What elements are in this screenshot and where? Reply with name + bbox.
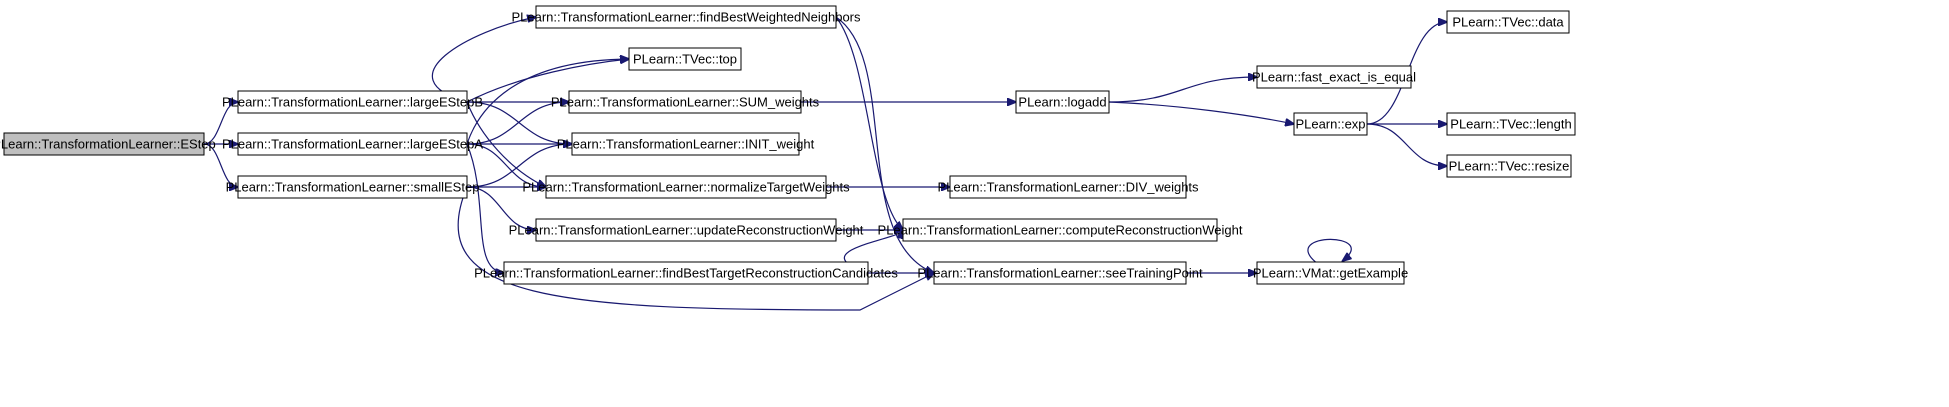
edge-largeestepb-to-tvectop (466, 59, 629, 103)
node-label: PLearn::TransformationLearner::findBestT… (474, 266, 898, 281)
edge-smallestep-to-updatereconstructionweight (466, 186, 536, 230)
node-tveclength[interactable]: PLearn::TVec::length (1446, 112, 1576, 136)
edge-exp-to-tvecresize (1366, 123, 1447, 166)
node-box[interactable] (237, 132, 468, 156)
node-label: PLearn::TransformationLearner::findBestW… (511, 10, 861, 25)
node-label: PLearn::logadd (1018, 95, 1106, 110)
node-box[interactable] (1446, 10, 1570, 34)
edge-largeestepb-to-normalizetargetweights (466, 101, 546, 187)
node-largeestepb[interactable]: PLearn::TransformationLearner::largeESte… (222, 90, 483, 114)
node-label: PLearn::exp (1295, 117, 1365, 132)
node-box[interactable] (571, 132, 800, 156)
node-box[interactable] (237, 175, 468, 199)
node-label: PLearn::TVec::top (633, 52, 737, 67)
node-estep[interactable]: PLearn::TransformationLearner::EStep (0, 132, 216, 156)
edges-layer (203, 16, 1447, 311)
node-label: PLearn::TVec::data (1452, 15, 1564, 30)
node-box[interactable] (503, 261, 869, 285)
edge-smallestep-to-seetrainingpoint (457, 186, 934, 311)
edge-findbestweightedneighbors-to-seetrainingpoint (835, 16, 934, 273)
node-box[interactable] (1293, 112, 1368, 136)
edge-smallestep-to-initweight (466, 144, 572, 188)
node-label: PLearn::TransformationLearner::INIT_weig… (557, 137, 815, 152)
node-largeestepa[interactable]: PLearn::TransformationLearner::largeESte… (222, 132, 483, 156)
node-label: PLearn::TransformationLearner::normalize… (522, 180, 850, 195)
node-seetrainingpoint[interactable]: PLearn::TransformationLearner::seeTraini… (917, 261, 1203, 285)
node-label: PLearn::TVec::resize (1449, 159, 1570, 174)
node-findbestweightedneighbors[interactable]: PLearn::TransformationLearner::findBestW… (511, 5, 861, 29)
node-divweights[interactable]: PLearn::TransformationLearner::DIV_weigh… (937, 175, 1199, 199)
node-box[interactable] (1446, 154, 1572, 178)
node-box[interactable] (1015, 90, 1110, 114)
node-label: PLearn::TransformationLearner::SUM_weigh… (551, 95, 820, 110)
edge-logadd-to-fastexactisequal (1108, 77, 1257, 103)
node-box[interactable] (237, 90, 468, 114)
node-logadd[interactable]: PLearn::logadd (1015, 90, 1110, 114)
node-computereconstructionweight[interactable]: PLearn::TransformationLearner::computeRe… (878, 218, 1243, 242)
node-updatereconstructionweight[interactable]: PLearn::TransformationLearner::updateRec… (509, 218, 864, 242)
node-box[interactable] (902, 218, 1218, 242)
node-box[interactable] (568, 90, 802, 114)
edge-largeestepb-to-initweight (466, 101, 572, 144)
node-label: PLearn::TransformationLearner::computeRe… (878, 223, 1243, 238)
edge-findbestweightedneighbors-to-computereconstructionweight (835, 16, 903, 230)
node-box[interactable] (3, 132, 205, 156)
node-initweight[interactable]: PLearn::TransformationLearner::INIT_weig… (557, 132, 815, 156)
node-box[interactable] (535, 5, 837, 29)
node-fastexactisequal[interactable]: PLearn::fast_exact_is_equal (1252, 65, 1416, 89)
node-label: PLearn::TransformationLearner::seeTraini… (917, 266, 1203, 281)
edge-largeestepa-to-normalizetargetweights (466, 143, 546, 187)
node-label: PLearn::TransformationLearner::DIV_weigh… (937, 180, 1199, 195)
node-box[interactable] (933, 261, 1187, 285)
node-exp[interactable]: PLearn::exp (1293, 112, 1368, 136)
node-smallestep[interactable]: PLearn::TransformationLearner::smallESte… (226, 175, 480, 199)
edge-largeestepa-to-sumweights (466, 102, 569, 145)
node-box[interactable] (1446, 112, 1576, 136)
node-label: PLearn::TransformationLearner::largeESte… (222, 137, 483, 152)
edge-largeestepa-to-findbesttargetreconstructioncandidates (466, 143, 504, 273)
node-label: PLearn::TransformationLearner::EStep (0, 137, 216, 152)
node-label: PLearn::VMat::getExample (1253, 266, 1408, 281)
node-tvecdata[interactable]: PLearn::TVec::data (1446, 10, 1570, 34)
edge-estep-to-largeestepb (203, 102, 238, 145)
node-normalizetargetweights[interactable]: PLearn::TransformationLearner::normalize… (522, 175, 850, 199)
edge-largeestepa-to-tvectop (466, 59, 629, 145)
node-box[interactable] (628, 47, 742, 71)
nodes-layer: PLearn::TransformationLearner::EStepPLea… (0, 5, 1576, 285)
node-tvecresize[interactable]: PLearn::TVec::resize (1446, 154, 1572, 178)
node-box[interactable] (949, 175, 1187, 199)
node-vmatgetexample[interactable]: PLearn::VMat::getExample (1253, 261, 1408, 285)
node-box[interactable] (1256, 261, 1405, 285)
node-box[interactable] (545, 175, 827, 199)
node-label: PLearn::TransformationLearner::largeESte… (222, 95, 483, 110)
node-tvectop[interactable]: PLearn::TVec::top (628, 47, 742, 71)
node-findbesttargetreconstructioncandidates[interactable]: PLearn::TransformationLearner::findBestT… (474, 261, 898, 285)
node-box[interactable] (535, 218, 837, 242)
edge-largeestepb-to-findbestweightedneighbors (431, 17, 536, 103)
node-box[interactable] (1256, 65, 1412, 89)
edge-logadd-to-exp (1108, 101, 1294, 124)
node-label: PLearn::fast_exact_is_equal (1252, 70, 1416, 85)
node-label: PLearn::TransformationLearner::updateRec… (509, 223, 864, 238)
node-sumweights[interactable]: PLearn::TransformationLearner::SUM_weigh… (551, 90, 820, 114)
node-label: PLearn::TVec::length (1450, 117, 1571, 132)
edge-estep-to-smallestep (203, 143, 238, 187)
edge-vmatgetexample-to-vmatgetexample (1307, 238, 1351, 263)
node-label: PLearn::TransformationLearner::smallESte… (226, 180, 480, 195)
